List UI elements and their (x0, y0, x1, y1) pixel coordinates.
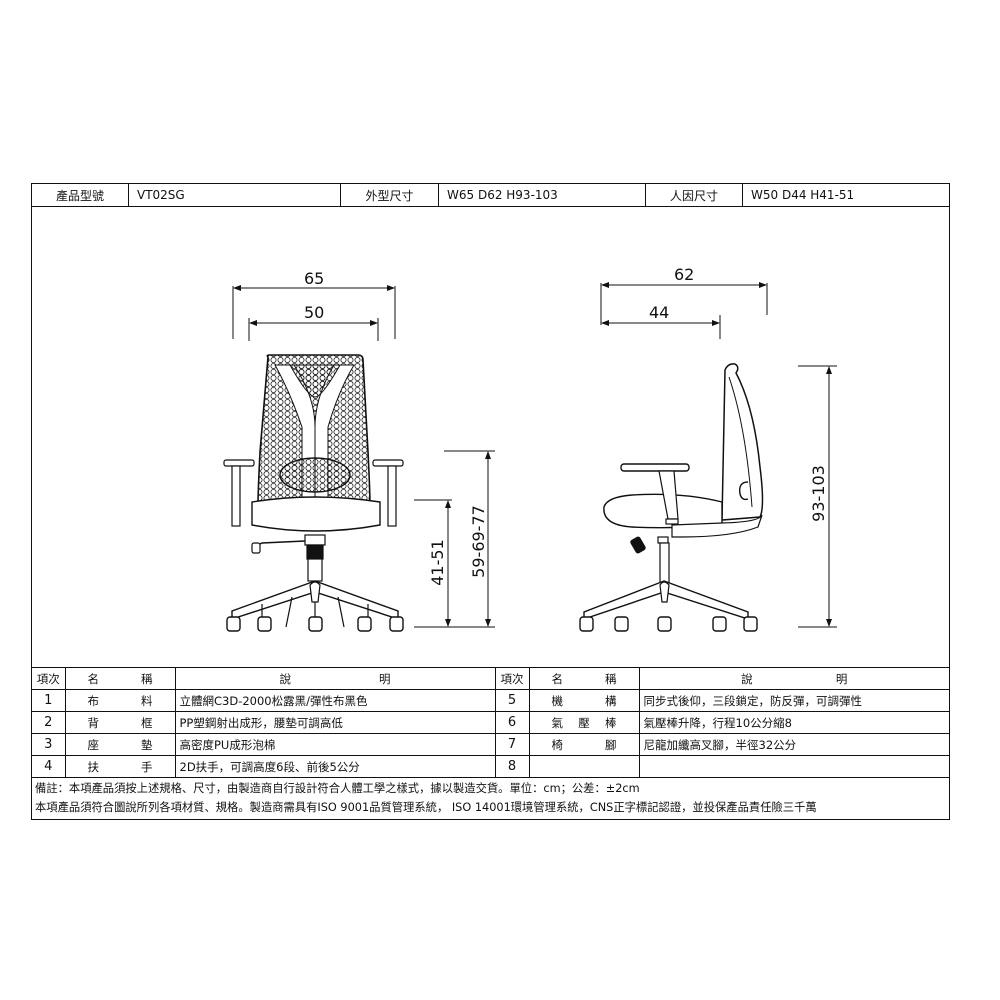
table-header-row: 項次 名稱 說明 項次 名稱 說明 (32, 667, 949, 690)
item-number: 1 (32, 689, 66, 712)
header-name-right: 名稱 (528, 667, 640, 690)
item-desc (638, 755, 949, 778)
side-view (579, 282, 837, 632)
item-name: 布料 (64, 689, 176, 712)
dim-armrest-height: 59-69-77 (468, 505, 488, 578)
item-name: 機構 (528, 689, 640, 712)
header-desc: 說明 (174, 667, 496, 690)
outer-size-label: 外型尺寸 (341, 184, 439, 206)
dim-seat-height: 41-51 (427, 539, 447, 586)
item-desc: 同步式後仰，三段鎖定，防反彈，可調彈性 (638, 689, 949, 712)
item-number: 3 (32, 733, 66, 756)
item-number: 7 (494, 733, 530, 756)
dim-seat-depth: 44 (649, 303, 670, 322)
item-name: 背框 (64, 711, 176, 734)
table-row: 3 座墊 高密度PU成形泡棉 7 椅腳 尼龍加纖高叉腳，半徑32公分 (32, 733, 949, 756)
table-row: 2 背框 PP塑鋼射出成形，腰墊可調高低 6 氣壓棒 氣壓棒升降，行程10公分縮… (32, 711, 949, 734)
notes: 備註：本項產品須按上述規格、尺寸，由製造商自行設計符合人體工學之樣式，據以製造交… (32, 779, 949, 817)
header-item: 項次 (32, 667, 66, 690)
note-line-2: 本項產品須符合圖說所列各項材質、規格。製造商需具有ISO 9001品質管理系統，… (35, 801, 817, 814)
item-desc: PP塑鋼射出成形，腰墊可調高低 (174, 711, 496, 734)
item-desc: 2D扶手，可調高度6段、前後5公分 (174, 755, 496, 778)
dim-overall-depth: 62 (674, 265, 695, 284)
technical-drawing: 65 50 41-51 59-69-77 62 44 93-103 (32, 207, 949, 667)
item-desc: 高密度PU成形泡棉 (174, 733, 496, 756)
item-desc: 立體網C3D-2000松露黑/彈性布黑色 (174, 689, 496, 712)
spec-sheet: 產品型號 VT02SG 外型尺寸 W65 D62 H93-103 人因尺寸 W5… (31, 183, 950, 820)
model-value: VT02SG (129, 184, 341, 206)
item-name: 氣壓棒 (528, 711, 640, 734)
item-name: 扶手 (64, 755, 176, 778)
dim-overall-height: 93-103 (808, 465, 828, 522)
item-name: 座墊 (64, 733, 176, 756)
dim-seat-width: 50 (304, 303, 325, 322)
item-name: 椅腳 (528, 733, 640, 756)
header-item-right: 項次 (494, 667, 530, 690)
item-desc: 氣壓棒升降，行程10公分縮8 (638, 711, 949, 734)
item-number: 8 (494, 755, 530, 778)
item-number: 4 (32, 755, 66, 778)
chair-drawings-svg (223, 282, 837, 632)
item-name (528, 755, 640, 778)
spec-header-row: 產品型號 VT02SG 外型尺寸 W65 D62 H93-103 人因尺寸 W5… (32, 184, 949, 207)
item-number: 6 (494, 711, 530, 734)
item-desc: 尼龍加纖高叉腳，半徑32公分 (638, 733, 949, 756)
parts-table: 項次 名稱 說明 項次 名稱 說明 1 布料 立體網C3D-2000松露黑/彈性… (32, 667, 949, 778)
outer-size-value: W65 D62 H93-103 (439, 184, 646, 206)
table-row: 4 扶手 2D扶手，可調高度6段、前後5公分 8 (32, 755, 949, 778)
ergo-size-label: 人因尺寸 (646, 184, 743, 206)
front-view (223, 285, 495, 632)
header-desc-right: 說明 (638, 667, 949, 690)
ergo-size-value: W50 D44 H41-51 (751, 188, 855, 202)
item-number: 5 (494, 689, 530, 712)
header-name: 名稱 (64, 667, 176, 690)
table-row: 1 布料 立體網C3D-2000松露黑/彈性布黑色 5 機構 同步式後仰，三段鎖… (32, 689, 949, 712)
item-number: 2 (32, 711, 66, 734)
dim-overall-width: 65 (304, 269, 325, 288)
model-label: 產品型號 (32, 184, 129, 206)
note-line-1: 備註：本項產品須按上述規格、尺寸，由製造商自行設計符合人體工學之樣式，據以製造交… (35, 782, 640, 795)
